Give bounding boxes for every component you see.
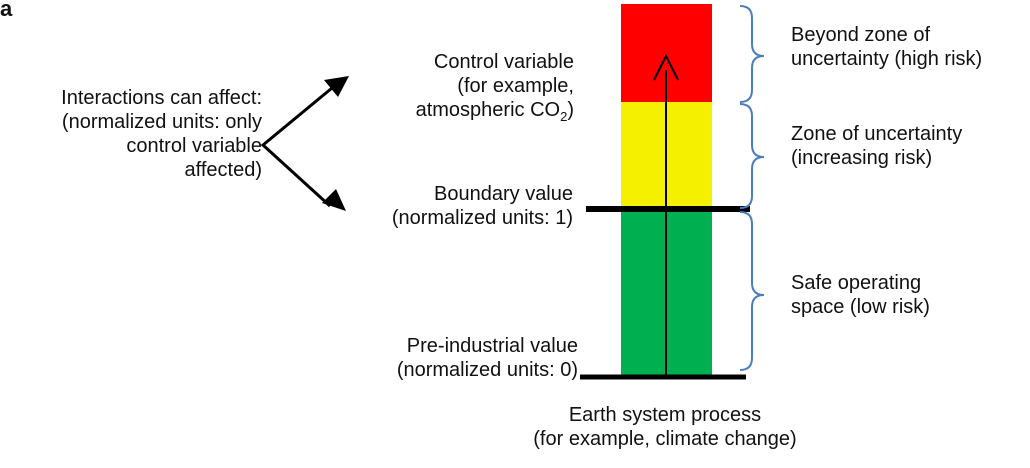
control-variable-line-3: atmospheric CO2) — [415, 99, 574, 124]
high-risk-bracket — [739, 5, 765, 103]
interactions-line-4: affected) — [184, 159, 262, 181]
interaction-arrow-lines — [260, 86, 333, 208]
interactions-text: Interactions can affect: (normalized uni… — [61, 86, 262, 182]
safe-zone-label: Safe operating space (low risk) — [791, 271, 930, 319]
panel-label: a — [0, 0, 13, 21]
high-risk-line-1: Beyond zone of — [791, 24, 930, 46]
interactions-line-2: (normalized units: only — [61, 111, 262, 133]
safe-zone-line-1: Safe operating — [791, 272, 922, 294]
interaction-arrow-head-up — [324, 76, 349, 97]
uncertainty-bracket — [739, 103, 765, 209]
earth-process-line-2: (for example, climate change) — [533, 428, 797, 450]
control-variable-line-2: (for example, — [457, 75, 574, 97]
boundary-line-2: (normalized units: 1) — [391, 207, 573, 229]
preindustrial-line-1: Pre-industrial value — [406, 335, 578, 357]
boundary-text: Boundary value (normalized units: 1) — [392, 182, 573, 230]
earth-process-text: Earth system process (for example, clima… — [480, 403, 850, 451]
uncertainty-line-2: (increasing risk) — [791, 147, 933, 169]
control-variable-text: Control variable (for example, atmospher… — [415, 50, 574, 124]
high-risk-line-2: uncertainty (high risk) — [791, 48, 983, 70]
interaction-arrow-head-down — [322, 189, 346, 211]
safe-zone-bracket — [739, 211, 765, 371]
high-risk-label: Beyond zone of uncertainty (high risk) — [791, 23, 982, 71]
vertical-arrow-head — [653, 53, 679, 81]
safe-zone-line-2: space (low risk) — [791, 296, 930, 318]
preindustrial-text: Pre-industrial value (normalized units: … — [397, 334, 578, 382]
preindustrial-line-2: (normalized units: 0) — [396, 359, 578, 381]
interactions-line-1: Interactions can affect: — [61, 87, 262, 109]
control-variable-line-1: Control variable — [433, 51, 574, 73]
boundary-line-1: Boundary value — [434, 183, 573, 205]
earth-process-line-1: Earth system process — [568, 404, 762, 426]
uncertainty-line-1: Zone of uncertainty — [791, 123, 963, 145]
interactions-line-3: control variable — [126, 135, 262, 157]
uncertainty-label: Zone of uncertainty (increasing risk) — [791, 122, 962, 170]
